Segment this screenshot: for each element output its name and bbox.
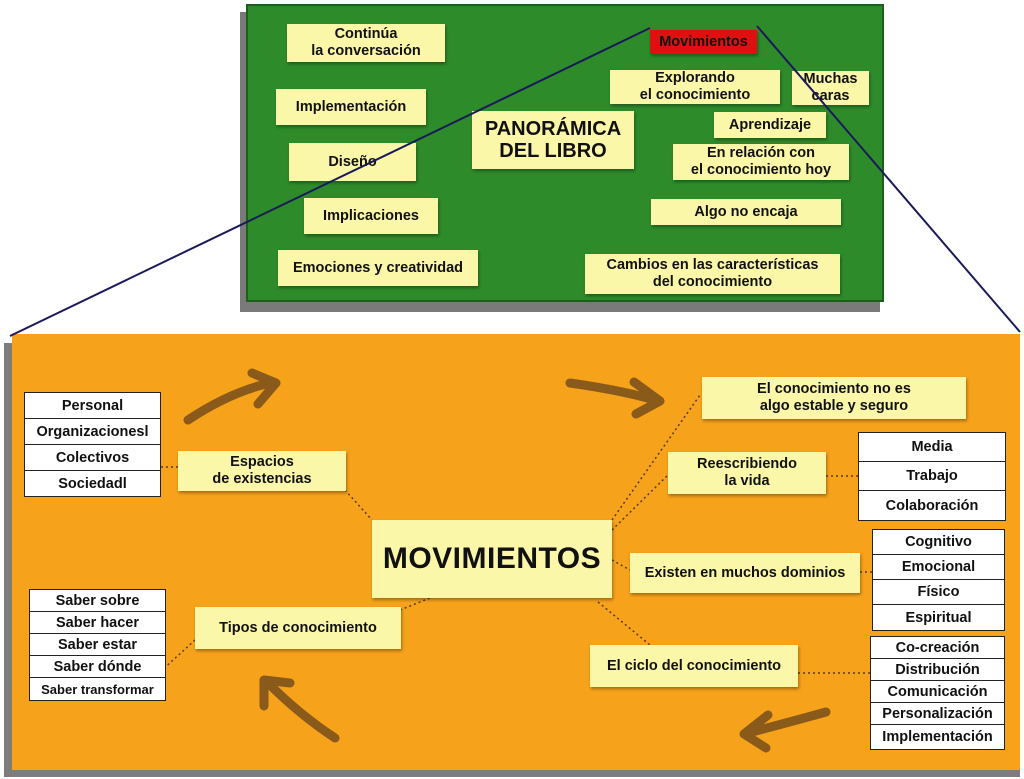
list-tipos: Saber sobre Saber hacer Saber estar Sabe… bbox=[29, 589, 166, 701]
list-item: Saber sobre bbox=[30, 590, 165, 612]
note-cambios: Cambios en las características del conoc… bbox=[585, 254, 840, 294]
node-tipos: Tipos de conocimiento bbox=[195, 607, 401, 649]
arrow-bottom-right bbox=[743, 707, 831, 738]
list-espacios: Personal Organizacionesl Colectivos Soci… bbox=[24, 392, 161, 497]
list-item: Saber transformar bbox=[41, 681, 154, 697]
zoom-line-left bbox=[9, 27, 651, 337]
node-ciclo: El ciclo del conocimiento bbox=[590, 645, 798, 687]
list-item: Comunicación bbox=[871, 681, 1004, 703]
list-item: Espiritual bbox=[905, 609, 972, 626]
note-en-relacion: En relación con el conocimiento hoy bbox=[673, 144, 849, 180]
note-explorando: Explorando el conocimiento bbox=[610, 70, 780, 104]
connector-center-tipos bbox=[399, 597, 431, 611]
list-item: Distribución bbox=[871, 659, 1004, 681]
arrow-bottom-right-head bbox=[739, 710, 773, 753]
list-item: Emocional bbox=[873, 555, 1004, 580]
connector-center-reescribiendo bbox=[611, 474, 669, 531]
list-item: Personalización bbox=[871, 703, 1004, 725]
zoom-line-right bbox=[756, 25, 1021, 333]
list-item: Sociedadl bbox=[58, 475, 127, 492]
list-item: Saber hacer bbox=[30, 612, 165, 634]
list-item: Físico bbox=[873, 580, 1004, 605]
list-item: Saber estar bbox=[30, 634, 165, 656]
note-implementacion: Implementación bbox=[276, 89, 426, 125]
note-emociones: Emociones y creatividad bbox=[278, 250, 478, 286]
note-aprendizaje: Aprendizaje bbox=[714, 112, 826, 138]
list-item: Colectivos bbox=[25, 445, 160, 471]
note-muchas-caras: Muchas caras bbox=[792, 71, 869, 105]
list-item: Co-creación bbox=[871, 637, 1004, 659]
list-item: Saber dónde bbox=[30, 656, 165, 678]
connector-center-ciclo bbox=[597, 601, 651, 646]
connector-center-espacios bbox=[344, 489, 373, 521]
connector-center-estable bbox=[611, 394, 701, 521]
arrow-top-right bbox=[565, 378, 660, 405]
overview-title: PANORÁMICA DEL LIBRO bbox=[472, 111, 634, 169]
list-item: Cognitivo bbox=[873, 530, 1004, 555]
node-dominios: Existen en muchos dominios bbox=[630, 553, 860, 593]
note-movimientos-highlight: Movimientos bbox=[650, 30, 757, 54]
node-reescribiendo: Reescribiendo la vida bbox=[668, 452, 826, 494]
note-algo-no-encaja: Algo no encaja bbox=[651, 199, 841, 225]
list-item: Media bbox=[859, 433, 1005, 462]
list-item: Colaboración bbox=[885, 497, 979, 514]
list-item: Trabajo bbox=[859, 462, 1005, 491]
node-espacios: Espacios de existencias bbox=[178, 451, 346, 491]
list-ciclo: Co-creación Distribución Comunicación Pe… bbox=[870, 636, 1005, 750]
arrow-bottom-left bbox=[263, 678, 340, 743]
arrow-top-left-head bbox=[247, 368, 281, 409]
list-dominios: Cognitivo Emocional Físico Espiritual bbox=[872, 529, 1005, 631]
note-implicaciones: Implicaciones bbox=[304, 198, 438, 234]
connector-center-dominios bbox=[611, 559, 631, 571]
list-item: Organizacionesl bbox=[25, 419, 160, 445]
arrow-top-right-head bbox=[629, 377, 665, 419]
node-estable: El conocimiento no es algo estable y seg… bbox=[702, 377, 966, 419]
detail-center: MOVIMIENTOS bbox=[372, 520, 612, 598]
list-item: Implementación bbox=[882, 729, 993, 745]
note-continua: Continúa la conversación bbox=[287, 24, 445, 62]
arrow-top-left bbox=[183, 378, 275, 425]
list-item: Personal bbox=[25, 393, 160, 419]
arrow-bottom-left-head bbox=[259, 675, 295, 711]
list-reescribiendo: Media Trabajo Colaboración bbox=[858, 432, 1006, 521]
